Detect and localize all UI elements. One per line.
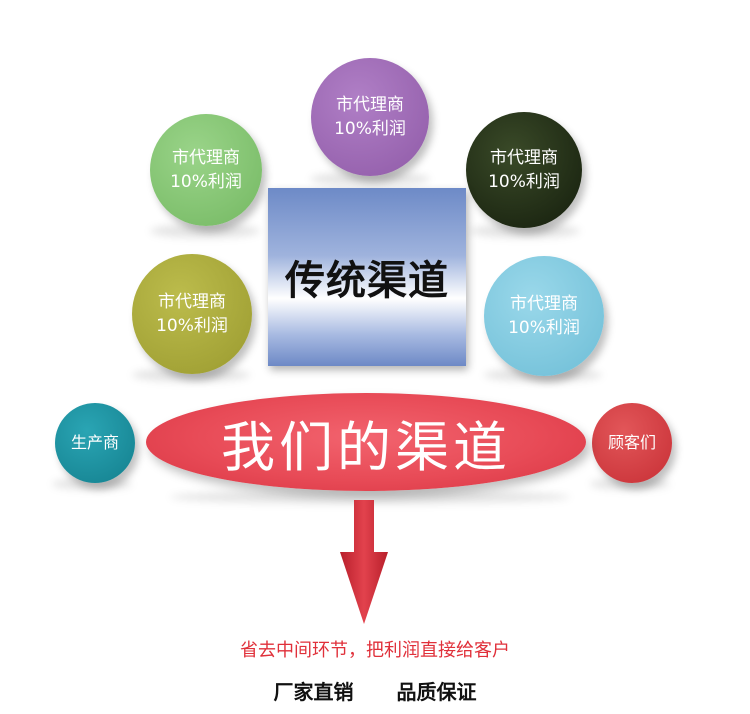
- agent-circle-lower-left: 市代理商 10%利润: [132, 254, 252, 374]
- customer-label: 顾客们: [607, 433, 656, 452]
- traditional-channel-box: 传统渠道: [268, 188, 466, 366]
- agent-profit: 10%利润: [334, 119, 406, 139]
- agent-profit: 10%利润: [170, 172, 242, 192]
- our-channel-ellipse: 我们的渠道: [146, 393, 586, 491]
- our-channel-label: 我们的渠道: [221, 415, 511, 479]
- slogan-text: 省去中间环节，把利润直接给客户: [240, 640, 510, 661]
- down-arrow-icon: [340, 500, 388, 624]
- producer-circle: 生产商: [55, 403, 135, 483]
- shadow: [170, 490, 570, 504]
- agent-name: 市代理商: [490, 148, 558, 168]
- bottom-tagline: 厂家直销 品质保证: [0, 676, 750, 705]
- agent-profit: 10%利润: [508, 318, 580, 338]
- agent-profit: 10%利润: [488, 172, 560, 192]
- agent-circle-lower-right: 市代理商 10%利润: [484, 256, 604, 376]
- factory-direct-label: 厂家直销: [273, 680, 354, 704]
- shadow: [52, 478, 132, 490]
- agent-profit: 10%利润: [156, 316, 228, 336]
- agent-circle-upper-left: 市代理商 10%利润: [150, 114, 262, 226]
- quality-guarantee-label: 品质保证: [396, 680, 477, 704]
- shadow: [470, 224, 580, 238]
- shadow: [132, 368, 250, 382]
- traditional-channel-label: 传统渠道: [285, 258, 449, 304]
- agent-name: 市代理商: [510, 294, 578, 314]
- customer-circle: 顾客们: [592, 403, 672, 483]
- agent-circle-upper-right: 市代理商 10%利润: [466, 112, 582, 228]
- shadow: [590, 478, 670, 490]
- shadow: [310, 172, 430, 186]
- agent-circle-top: 市代理商 10%利润: [311, 58, 429, 176]
- agent-name: 市代理商: [172, 148, 240, 168]
- agent-name: 市代理商: [336, 95, 404, 115]
- shadow: [150, 224, 260, 238]
- producer-label: 生产商: [70, 433, 119, 452]
- agent-name: 市代理商: [158, 292, 226, 312]
